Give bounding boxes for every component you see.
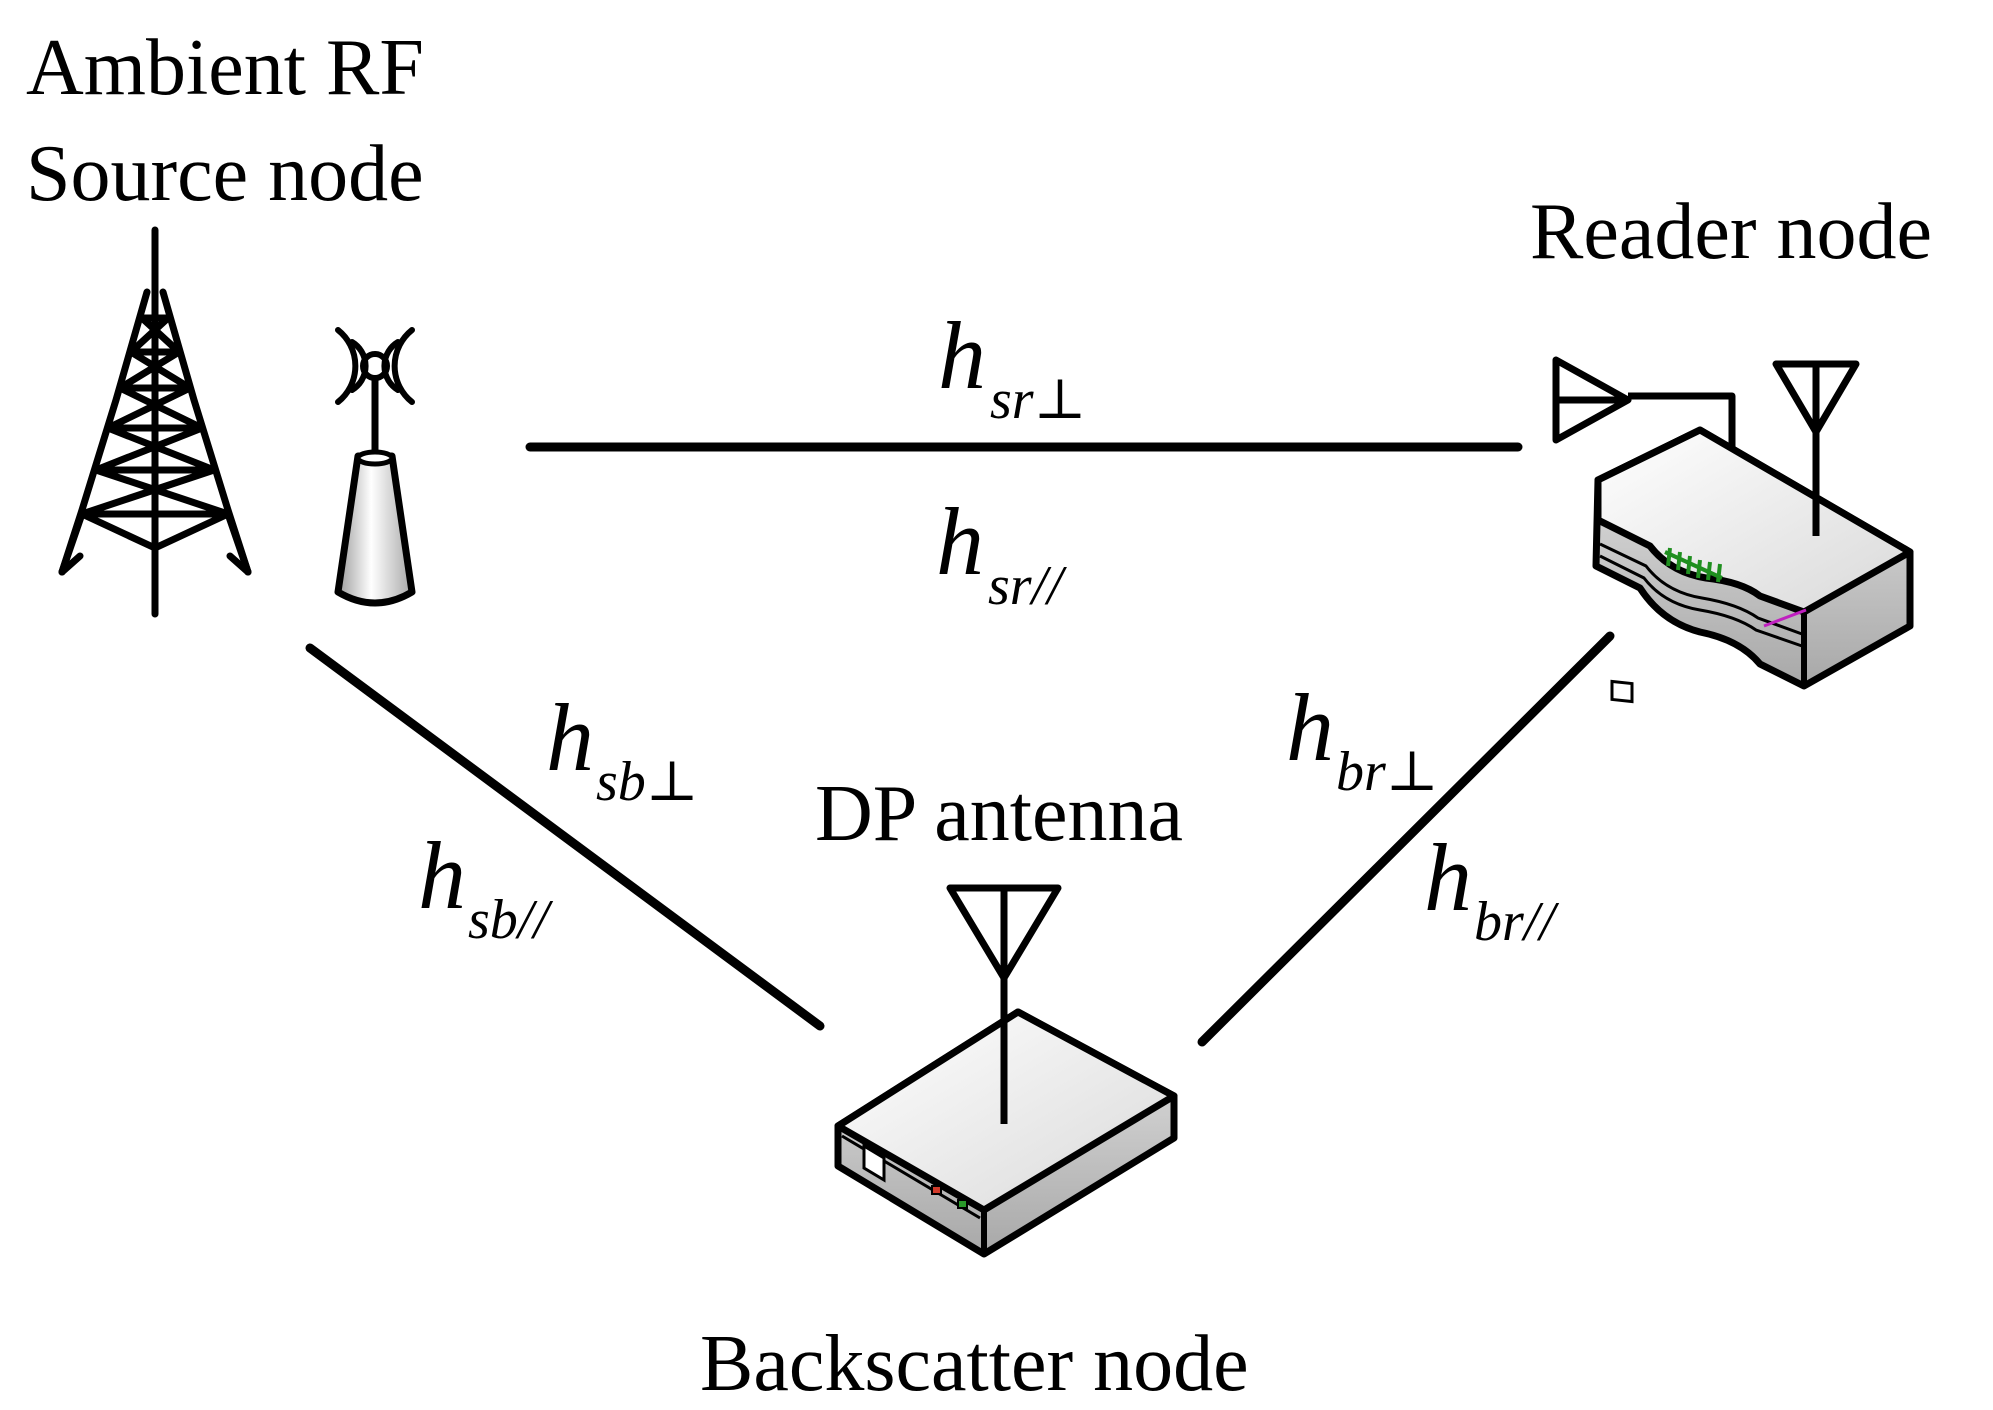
channel-label-h-sb-perp: h sb⊥ [546, 684, 698, 813]
channel-h-symbol: h [938, 302, 986, 409]
channel-subscript: sb// [468, 889, 553, 951]
led-green-icon [957, 1199, 968, 1209]
channel-h-symbol: h [1424, 824, 1472, 931]
wireless-antenna-icon [334, 327, 416, 607]
dp-antenna-label: DP antenna [815, 770, 1183, 858]
channel-label-h-sb-par: h sb// [418, 822, 553, 951]
channel-label-h-sr-perp: h sr⊥ [938, 302, 1086, 431]
backscatter-node-label: Backscatter node [700, 1320, 1249, 1408]
channel-h-symbol: h [936, 488, 984, 595]
arrow-source-to-backscatter [305, 643, 825, 1031]
channel-label-h-br-par: h br// [1424, 824, 1559, 953]
channel-subscript: sr// [988, 555, 1067, 617]
arrow-backscatter-to-reader [1197, 631, 1615, 1047]
source-node-label-line1: Ambient RF [26, 24, 424, 112]
lattice-tower-icon [58, 226, 252, 618]
reader-status-slots [1664, 547, 1723, 583]
channel-h-symbol: h [418, 822, 466, 929]
channel-label-h-br-perp: h br⊥ [1286, 674, 1438, 803]
channel-h-symbol: h [1286, 674, 1334, 781]
channel-subscript: sr⊥ [990, 369, 1086, 431]
channel-subscript: br⊥ [1336, 741, 1438, 803]
reader-node-label: Reader node [1530, 188, 1932, 276]
channel-label-h-sr-par: h sr// [936, 488, 1067, 617]
channel-subscript: sb⊥ [596, 751, 698, 813]
channel-subscript: br// [1474, 891, 1559, 953]
led-red-icon [931, 1185, 942, 1195]
wireless-router-icon [1552, 356, 1914, 704]
dipole-antenna-icon [946, 884, 1062, 1124]
channel-h-symbol: h [546, 684, 594, 791]
source-node-label-line2: Source node [26, 130, 424, 218]
